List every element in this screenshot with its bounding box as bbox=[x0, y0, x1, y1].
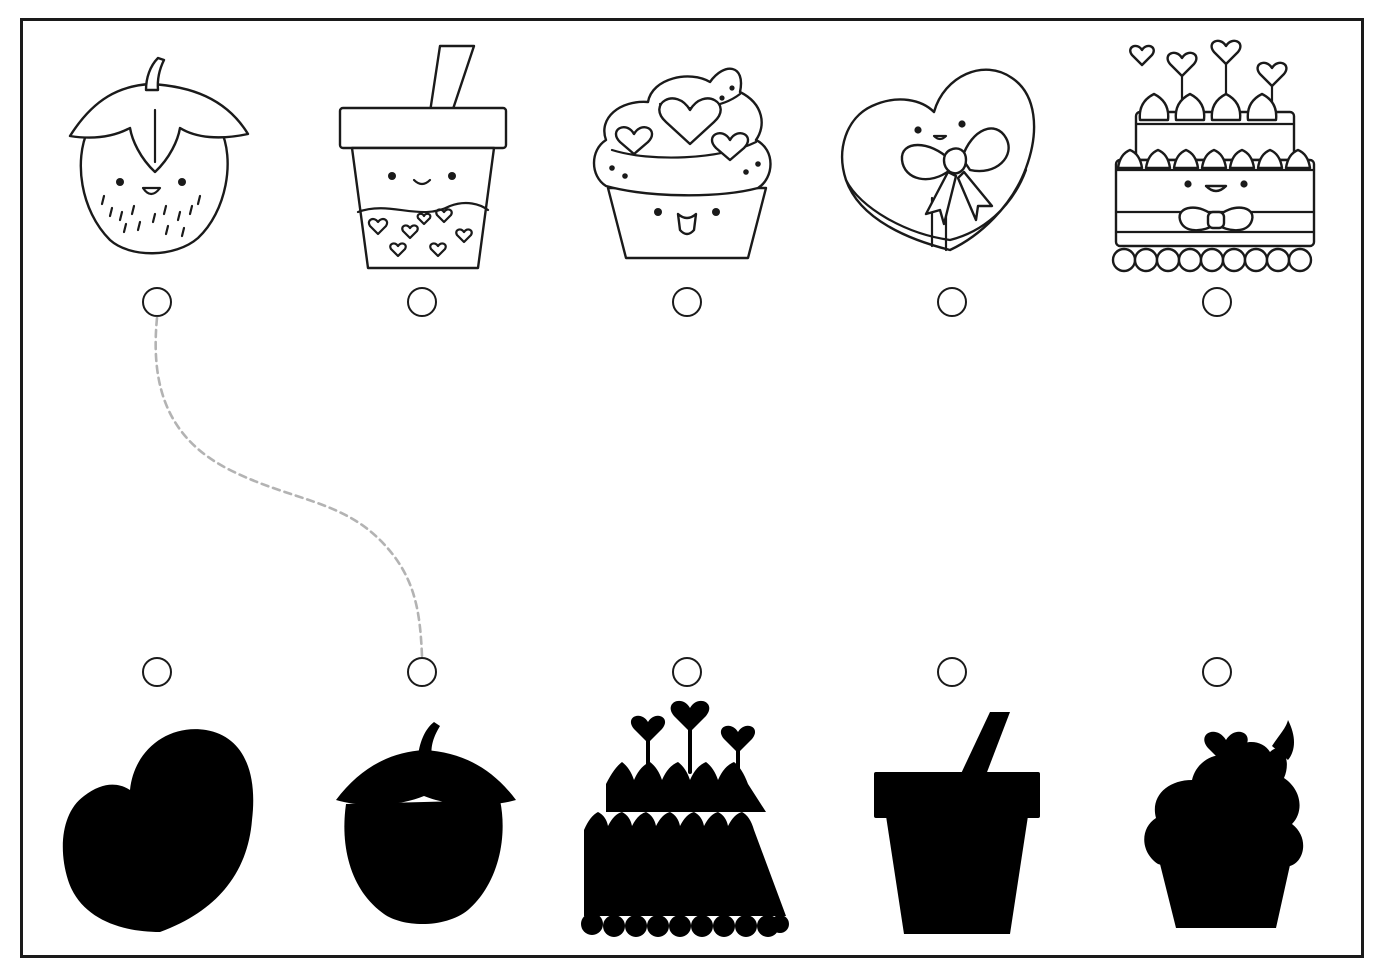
strawberry-icon bbox=[68, 56, 250, 255]
layer-cake-icon bbox=[1111, 39, 1316, 273]
bottom-connector-row bbox=[142, 657, 1232, 687]
heart-box-silhouette-icon bbox=[62, 729, 254, 932]
bottom-connector-dot-2[interactable] bbox=[407, 657, 437, 687]
example-match-line bbox=[154, 316, 424, 658]
bottom-connector-dot-3[interactable] bbox=[672, 657, 702, 687]
top-connector-dot-1[interactable] bbox=[142, 287, 172, 317]
top-connector-dot-3[interactable] bbox=[672, 287, 702, 317]
strawberry-silhouette-icon bbox=[336, 722, 516, 925]
cake-silhouette-icon bbox=[581, 700, 789, 937]
bubble-tea-silhouette-icon bbox=[874, 712, 1040, 934]
top-connector-dot-5[interactable] bbox=[1202, 287, 1232, 317]
heart-gift-box-icon bbox=[841, 68, 1036, 252]
bottom-connector-dot-4[interactable] bbox=[937, 657, 967, 687]
top-connector-row bbox=[142, 287, 1232, 317]
top-connector-dot-2[interactable] bbox=[407, 287, 437, 317]
cupcake-silhouette-icon bbox=[1144, 720, 1304, 928]
bottom-connector-dot-5[interactable] bbox=[1202, 657, 1232, 687]
bottom-connector-dot-1[interactable] bbox=[142, 657, 172, 687]
cupcake-icon bbox=[592, 67, 772, 260]
top-connector-dot-4[interactable] bbox=[937, 287, 967, 317]
bubble-tea-icon bbox=[338, 44, 508, 270]
